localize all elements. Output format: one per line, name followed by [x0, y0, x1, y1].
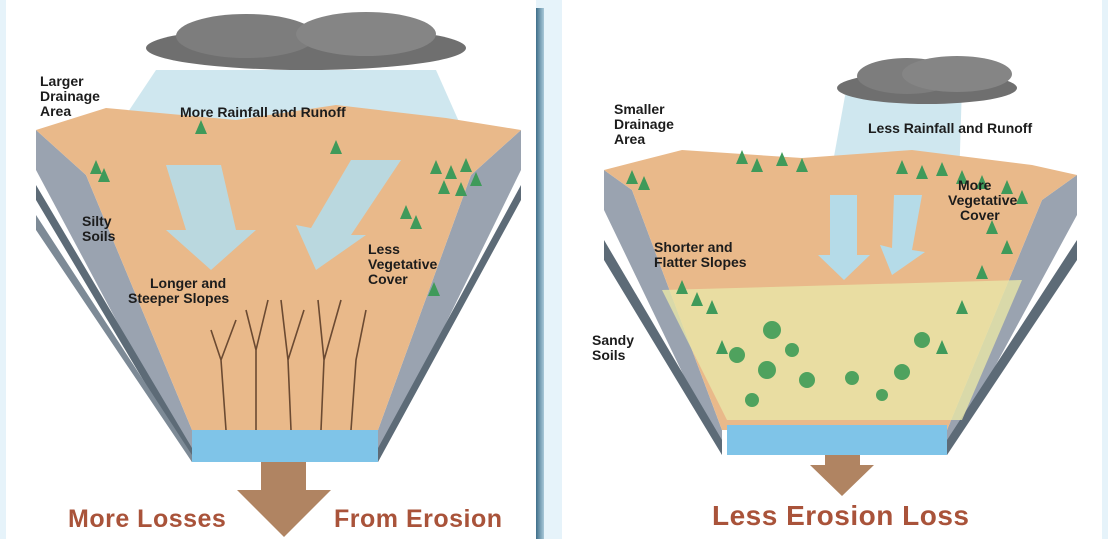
left-result-label-left: More Losses — [68, 505, 227, 533]
right-vegetation-label: More Vegetative Cover — [948, 177, 1018, 223]
right-slopes-label: Shorter and Flatter Slopes — [654, 239, 747, 270]
left-soil-layers-left — [36, 130, 192, 462]
left-soil-layers-right — [378, 130, 521, 462]
left-rainfall-label: More Rainfall and Runoff — [180, 104, 346, 120]
left-vegetation-label: Less Vegetative Cover — [368, 241, 438, 287]
right-trees — [626, 150, 1028, 354]
left-diagram-panel: Larger Drainage Area More Rainfall and R… — [6, 0, 536, 539]
left-water — [192, 430, 378, 462]
left-erosion-gullies — [210, 299, 367, 431]
right-bushes — [729, 321, 930, 407]
left-sediment-arrow — [237, 462, 331, 537]
right-runoff-arrow-1 — [818, 195, 870, 280]
right-soils-label: Sandy Soils — [592, 332, 635, 363]
left-result-label-right: From Erosion — [334, 505, 503, 533]
panel-divider-shadow — [536, 8, 544, 539]
right-vegetated-zone — [662, 280, 1022, 420]
left-landscape-illustration — [36, 12, 521, 537]
left-slopes-label: Longer and Steeper Slopes — [128, 275, 230, 306]
right-water — [727, 425, 947, 455]
left-runoff-arrow-1 — [166, 165, 256, 270]
right-soil-layers-right — [947, 175, 1077, 455]
right-runoff-arrow-2 — [880, 195, 925, 275]
left-land-surface — [36, 105, 521, 430]
right-drainage-area-label: Smaller Drainage Area — [614, 101, 674, 147]
right-diagram-panel: Smaller Drainage Area Less Rainfall and … — [562, 0, 1102, 539]
left-trees — [90, 120, 482, 296]
right-soil-layers-left — [604, 170, 722, 455]
right-rainfall-label: Less Rainfall and Runoff — [868, 120, 1033, 136]
left-runoff-arrow-2 — [296, 160, 401, 270]
right-landscape-illustration — [604, 56, 1077, 496]
right-result-label: Less Erosion Loss — [712, 500, 970, 531]
right-sediment-arrow — [810, 455, 874, 496]
left-drainage-area-label: Larger Drainage Area — [40, 73, 100, 119]
left-soils-label: Silty Soils — [82, 213, 116, 244]
